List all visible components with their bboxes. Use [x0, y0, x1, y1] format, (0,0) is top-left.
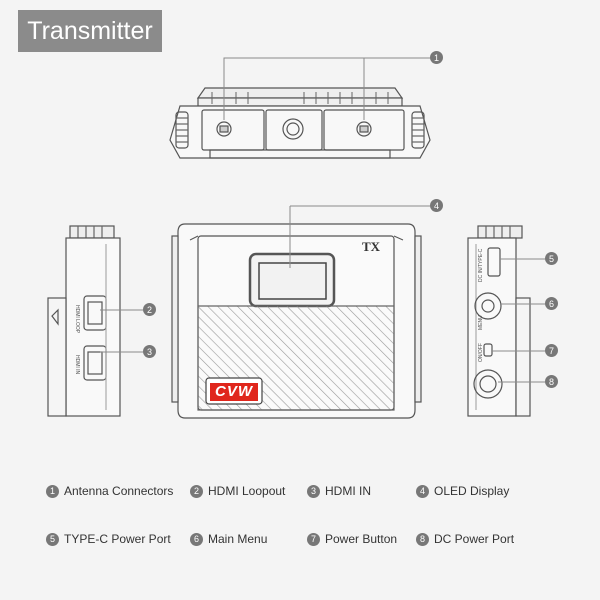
- hdmi-in-label: HDMI IN: [74, 355, 80, 375]
- callout-8: 8: [545, 375, 558, 388]
- legend-number: 1: [46, 484, 59, 498]
- right-side-view: [467, 225, 531, 417]
- legend-item-hdmi-loopout: 2 HDMI Loopout: [190, 484, 285, 498]
- callout-4: 4: [430, 199, 443, 212]
- legend-number: 8: [416, 532, 429, 546]
- brand-logo: CVW: [210, 383, 258, 401]
- left-side-view: [47, 225, 121, 417]
- title-text: Transmitter: [27, 16, 153, 45]
- legend-item-main-menu: 6 Main Menu: [190, 532, 267, 546]
- on-off-label: ON/OFF: [478, 343, 484, 362]
- legend-item-antenna: 1 Antenna Connectors: [46, 484, 173, 498]
- legend-number: 7: [307, 532, 320, 546]
- legend-label: Power Button: [325, 532, 398, 546]
- callout-1: 1: [430, 51, 443, 64]
- legend-label: HDMI IN: [325, 484, 371, 498]
- menu-label: MENU: [478, 315, 484, 330]
- legend-label: Antenna Connectors: [64, 484, 174, 498]
- legend-label: TYPE-C Power Port: [64, 532, 171, 546]
- legend-item-type-c: 5 TYPE-C Power Port: [46, 532, 171, 546]
- legend-label: OLED Display: [434, 484, 510, 498]
- legend-label: DC Power Port: [434, 532, 515, 546]
- legend-item-oled: 4 OLED Display: [416, 484, 509, 498]
- legend-number: 3: [307, 484, 320, 498]
- callout-5: 5: [545, 252, 558, 265]
- legend-label: HDMI Loopout: [208, 484, 286, 498]
- legend-number: 2: [190, 484, 203, 498]
- legend-item-hdmi-in: 3 HDMI IN: [307, 484, 371, 498]
- legend-label: Main Menu: [208, 532, 268, 546]
- title-badge: Transmitter: [18, 10, 162, 52]
- type-c-label: DC IN/TYPE-C: [478, 248, 484, 282]
- tx-label: TX: [362, 239, 381, 254]
- top-view: [169, 87, 431, 159]
- legend-item-power-button: 7 Power Button: [307, 532, 397, 546]
- legend-number: 5: [46, 532, 59, 546]
- callout-3: 3: [143, 345, 156, 358]
- callout-2: 2: [143, 303, 156, 316]
- callout-7: 7: [545, 344, 558, 357]
- callout-6: 6: [545, 297, 558, 310]
- legend-number: 6: [190, 532, 203, 546]
- hdmi-loop-label: HDMI LOOP: [74, 305, 80, 334]
- callout-leaders: [100, 57, 545, 383]
- legend-item-dc-power: 8 DC Power Port: [416, 532, 514, 546]
- legend-number: 4: [416, 484, 429, 498]
